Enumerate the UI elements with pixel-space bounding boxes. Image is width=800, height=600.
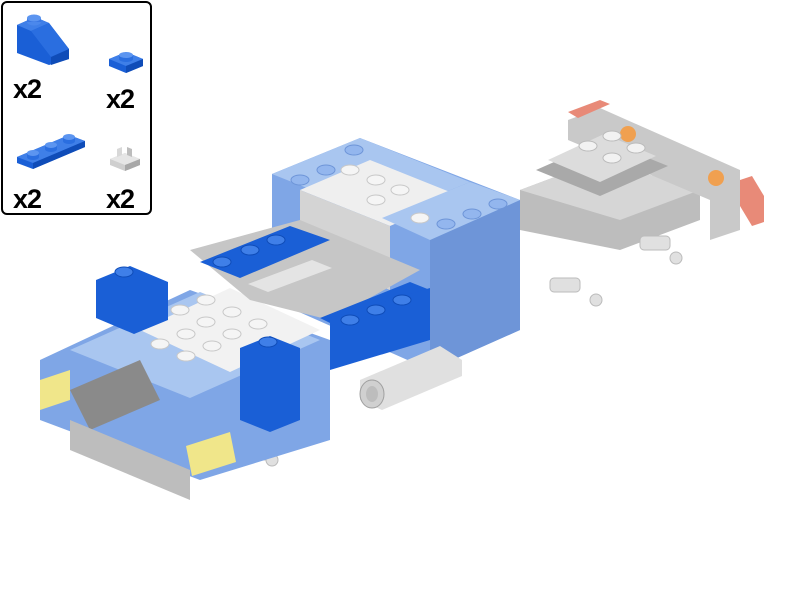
slope-brick-icon: [17, 14, 69, 65]
quantity-label: x2: [13, 184, 42, 214]
plate-1x1-icon: [109, 52, 143, 73]
quantity-label: x2: [13, 74, 42, 104]
parts-callout: x2 x2 x2 x2: [1, 1, 152, 215]
front-body: [40, 220, 430, 500]
exhaust-pipe: [359, 346, 462, 410]
clip-plate-icon: [110, 147, 140, 171]
plate-1x3-icon: [17, 134, 85, 169]
quantity-label: x2: [106, 184, 135, 214]
quantity-label: x2: [106, 84, 135, 114]
rear-frame: [245, 100, 764, 467]
